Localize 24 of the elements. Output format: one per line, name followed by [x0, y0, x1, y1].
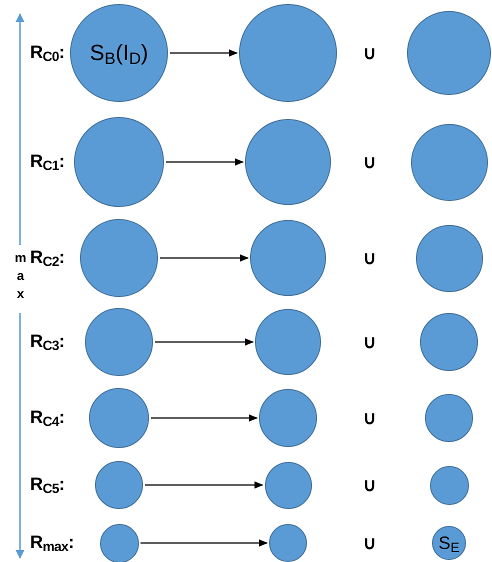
row-label: R$_{max}$:	[30, 533, 74, 551]
union-symbol: ∪	[363, 333, 376, 351]
row-label: R$_{C2}$:	[30, 248, 64, 266]
row-label: R$_{C5}$:	[30, 475, 64, 493]
axis-label: max	[14, 249, 27, 304]
union-symbol: ∪	[363, 476, 376, 494]
union-symbol: ∪	[363, 153, 376, 171]
row-label: R$_{C0}$:	[30, 43, 64, 61]
arrow	[140, 539, 268, 547]
row-label: R$_{C3}$:	[30, 332, 64, 350]
union-symbol: ∪	[363, 44, 376, 62]
union-symbol: ∪	[363, 249, 376, 267]
arrow	[166, 158, 244, 166]
arrow	[170, 49, 238, 57]
arrow	[160, 254, 249, 262]
set-label: S$_{E}$	[438, 534, 460, 552]
union-symbol: ∪	[363, 409, 376, 427]
row-label: R$_{C4}$:	[30, 408, 64, 426]
union-symbol: ∪	[363, 534, 376, 552]
arrow	[155, 338, 254, 346]
arrow	[151, 414, 258, 422]
set-label: S$_{B}$(I$_{D}$)	[90, 42, 148, 64]
row-label: R$_{C1}$:	[30, 152, 64, 170]
arrow	[145, 481, 264, 489]
